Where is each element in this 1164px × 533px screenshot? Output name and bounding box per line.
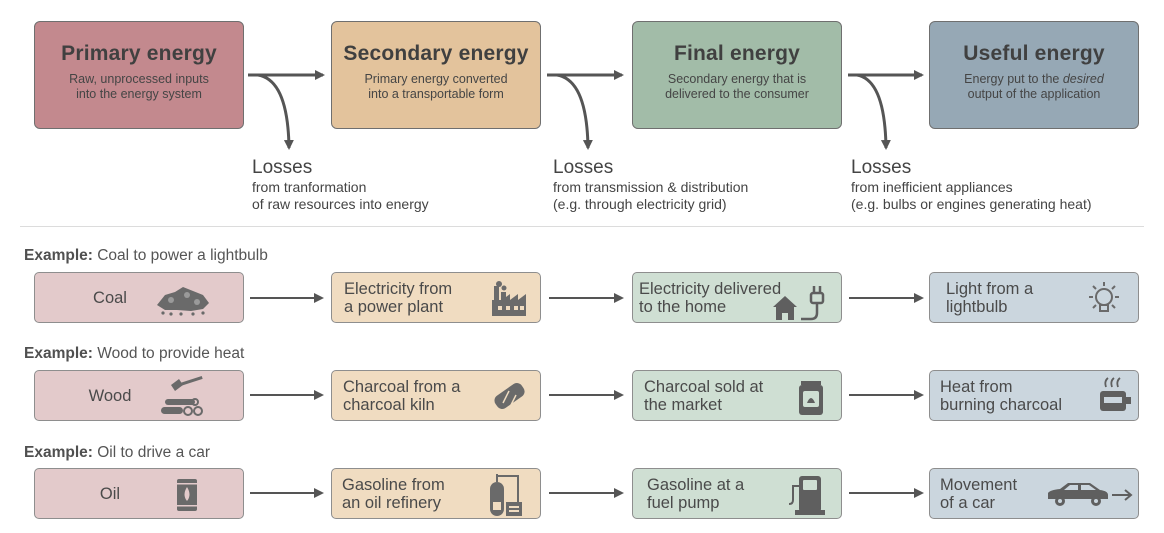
stage-secondary-energy: Secondary energy Primary energy converte… <box>331 21 541 129</box>
loss-line: (e.g. through electricity grid) <box>553 196 727 212</box>
stove-icon <box>1100 377 1131 411</box>
fuel-pump-icon <box>788 476 825 515</box>
loss-transmission: Losses from transmission & distribution … <box>553 157 748 213</box>
loss-appliances: Losses from inefficient appliances (e.g.… <box>851 157 1092 213</box>
example-title: Example: Coal to power a lightbulb <box>24 247 268 264</box>
loss-title: Losses <box>553 157 614 178</box>
section-divider <box>20 226 1144 227</box>
loss-transformation: Losses from tranformation of raw resourc… <box>252 157 429 213</box>
loss-title: Losses <box>252 157 313 178</box>
oil-barrel-icon <box>177 479 197 511</box>
example-step-wood: Wood <box>34 370 244 421</box>
loss-line: from inefficient appliances <box>851 179 1013 195</box>
example-step-coal: Coal <box>34 272 244 323</box>
stage-title: Primary energy <box>61 42 217 65</box>
coal-icon <box>157 287 209 316</box>
loss-line: (e.g. bulbs or engines generating heat) <box>851 196 1092 212</box>
step-label: Oil <box>99 485 121 503</box>
lightbulb-icon <box>1089 282 1119 312</box>
home-plug-icon <box>773 286 825 321</box>
axe-logs-icon <box>161 375 203 416</box>
charcoal-icon <box>494 383 525 409</box>
loss-arrow-2 <box>556 73 593 150</box>
car-icon <box>1048 483 1133 506</box>
power-plant-icon <box>492 281 526 316</box>
loss-arrow-1 <box>257 73 294 150</box>
stage-title: Useful energy <box>963 42 1105 65</box>
example-step-oil: Oil <box>34 468 244 519</box>
stage-title: Final energy <box>673 42 801 65</box>
loss-line: from transmission & distribution <box>553 179 749 195</box>
step-label: Wood <box>88 387 132 405</box>
loss-line: from tranformation <box>252 179 367 195</box>
example-title: Example: Wood to provide heat <box>24 345 245 362</box>
loss-title: Losses <box>851 157 912 178</box>
loss-arrow-3 <box>856 73 891 150</box>
example-title: Example: Oil to drive a car <box>24 444 211 461</box>
refinery-icon <box>490 474 522 516</box>
stage-title: Secondary energy <box>343 42 529 65</box>
charcoal-bag-icon <box>799 381 823 415</box>
step-label: Coal <box>93 289 127 307</box>
loss-line: of raw resources into energy <box>252 196 429 212</box>
